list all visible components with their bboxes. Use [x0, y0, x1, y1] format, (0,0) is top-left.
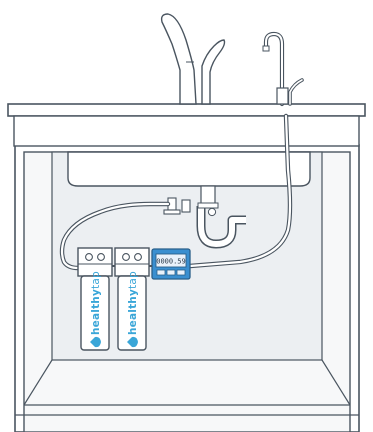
- tap-spout-inner: [265, 32, 283, 105]
- filter-cartridge-2: healthytap: [114, 247, 150, 351]
- filter-2-port-left: [122, 253, 130, 261]
- healthytap-drop-icon: [127, 336, 138, 348]
- countertop-rim: [7, 103, 366, 117]
- meter-button-1: [156, 269, 166, 276]
- filter-2-port-right: [134, 253, 142, 261]
- filter-1-port-left: [85, 253, 93, 261]
- shutoff-valves: [163, 197, 191, 215]
- countertop-lip: [13, 115, 360, 147]
- drinking-water-tap-icon: [262, 31, 304, 107]
- cold-valve: [181, 199, 191, 213]
- healthytap-drop-icon: [90, 336, 101, 348]
- cabinet-floor-right: [321, 359, 351, 406]
- filter-1-head: [77, 247, 113, 277]
- tap-base: [276, 87, 289, 105]
- filter-1-port-right: [97, 253, 105, 261]
- hot-valve-handle: [163, 209, 181, 215]
- filter-2-housing: [117, 275, 147, 351]
- flow-meter: 0000.59: [151, 248, 191, 280]
- cabinet: [14, 144, 360, 432]
- sink-bowl: [67, 151, 311, 187]
- filter-cartridge-1: healthytap: [77, 247, 113, 351]
- faucet-body: [160, 13, 197, 105]
- p-trap-pipe-fill: [198, 206, 246, 247]
- tap-lever-inner: [289, 79, 303, 105]
- countertop: [7, 103, 366, 187]
- drain-marker: [207, 207, 217, 217]
- meter-screen: [155, 253, 187, 268]
- tap-nozzle: [262, 45, 270, 52]
- cabinet-floor-left: [23, 359, 53, 406]
- filter-1-brand: healthytap: [90, 271, 102, 335]
- kitchen-faucet-icon: [160, 13, 226, 105]
- supply-hose-inner: [60, 202, 170, 270]
- faucet-handle: [201, 39, 226, 105]
- meter-reading: 0000.59: [156, 258, 186, 266]
- drain-p-trap-icon: [196, 185, 246, 249]
- p-trap-nut: [197, 202, 219, 209]
- filter-1-housing: [80, 275, 110, 351]
- meter-button-3: [176, 269, 186, 276]
- filter-2-brand: healthytap: [127, 271, 139, 335]
- output-hose-inner: [188, 114, 292, 268]
- meter-button-2: [166, 269, 176, 276]
